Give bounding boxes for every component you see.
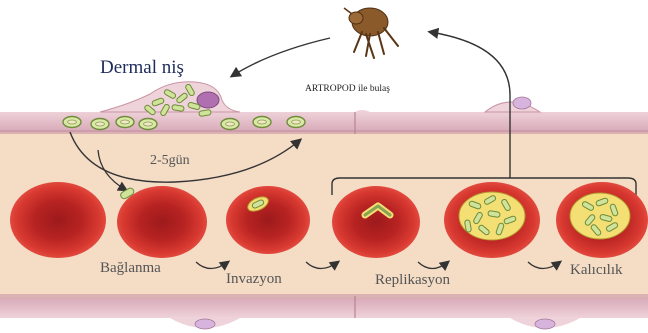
rbc-1 bbox=[10, 182, 106, 258]
dermal-niche-label: Dermal niş bbox=[100, 57, 184, 78]
replication-label: Replikasyon bbox=[375, 272, 450, 288]
attachment-label: Bağlanma bbox=[100, 260, 161, 276]
rbc-2 bbox=[117, 186, 207, 258]
rbc-3 bbox=[226, 186, 310, 254]
arthropod-label: ARTROPOD ile bulaş bbox=[305, 84, 390, 94]
flea-icon bbox=[344, 8, 398, 58]
invasion-label: Invazyon bbox=[226, 271, 282, 287]
rbc-4 bbox=[332, 186, 420, 258]
days-label: 2-5gün bbox=[150, 153, 190, 168]
flea-to-niche-arrow bbox=[232, 38, 330, 76]
vessel-wall-bottom bbox=[0, 298, 648, 318]
persistence-label: Kalıcılık bbox=[570, 262, 623, 278]
